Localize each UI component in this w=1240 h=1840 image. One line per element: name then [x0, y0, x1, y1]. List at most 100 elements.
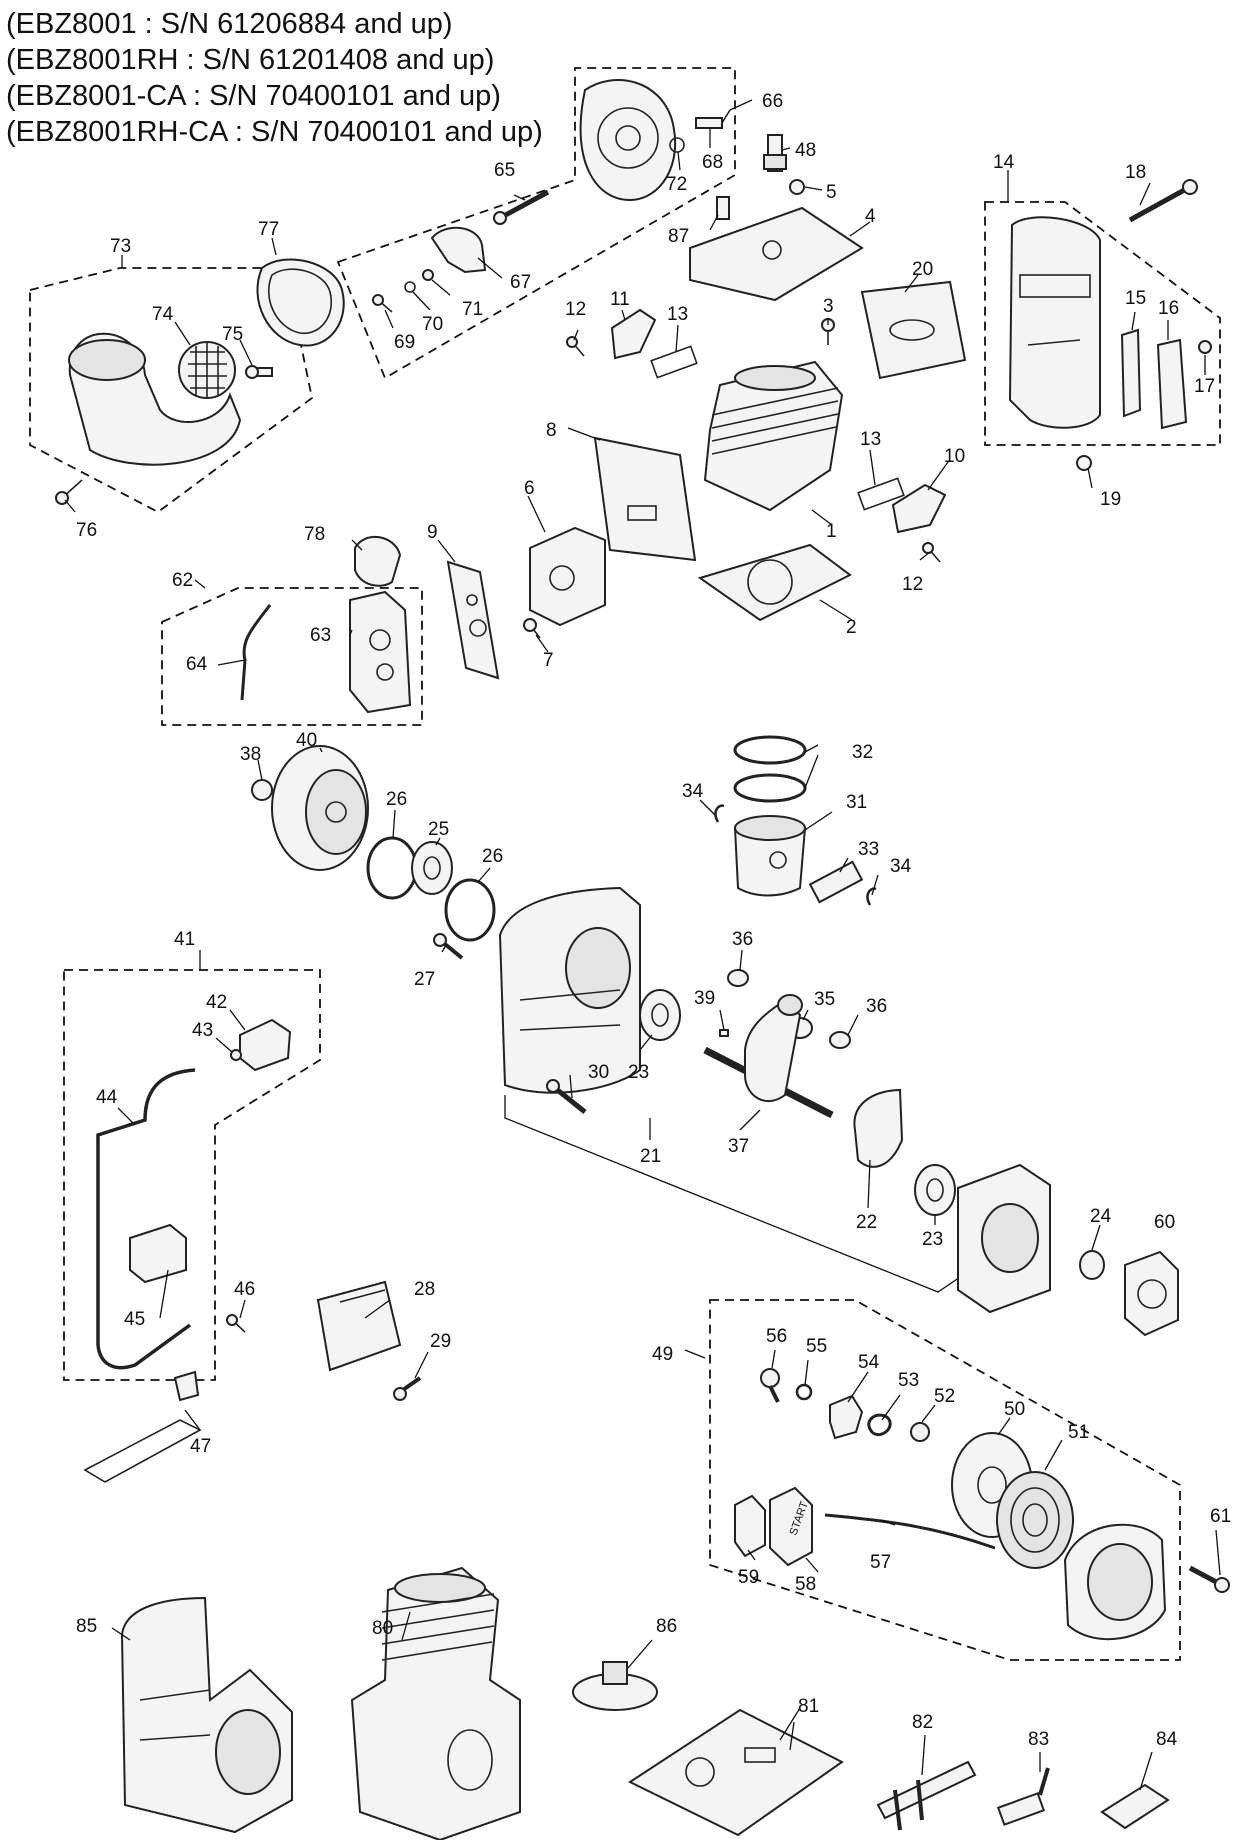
callout-29: 29 [430, 1331, 451, 1352]
callout-23: 23 [628, 1062, 649, 1083]
callout-31: 31 [846, 792, 867, 813]
nut-5-drawing [789, 179, 805, 195]
callout-86: 86 [656, 1616, 677, 1637]
cover-28-drawing [316, 1280, 402, 1372]
rope-57-drawing [824, 1513, 996, 1550]
callout-38: 38 [240, 744, 261, 765]
callout-6: 6 [524, 478, 535, 499]
carburetor-drawing [349, 590, 412, 714]
part-42-drawing [239, 1018, 292, 1072]
callout-39: 39 [694, 988, 715, 1009]
callout-48: 48 [795, 140, 816, 161]
air-cleaner-drawing [68, 332, 242, 466]
bolt-12-drawing [566, 336, 585, 357]
callout-43: 43 [192, 1020, 213, 1041]
callout-13: 13 [667, 304, 688, 325]
callout-81: 81 [798, 1696, 819, 1717]
filter-element-drawing [178, 341, 236, 399]
callout-9: 9 [427, 522, 438, 543]
switch-68-drawing [695, 109, 731, 129]
plate-87-drawing [716, 196, 730, 220]
callout-77: 77 [258, 219, 279, 240]
callout-35: 35 [814, 989, 835, 1010]
tool-86-drawing [572, 1661, 658, 1711]
washer-36-drawing [829, 1031, 851, 1049]
callout-18: 18 [1125, 162, 1146, 183]
callout-56: 56 [766, 1326, 787, 1347]
callout-54: 54 [858, 1352, 880, 1373]
callout-14: 14 [993, 152, 1015, 173]
muffler-drawing [1008, 216, 1101, 429]
crankshaft-drawing [703, 994, 834, 1119]
callout-75: 75 [222, 324, 243, 345]
piston-drawing [733, 815, 807, 897]
clip-34-drawing [866, 887, 877, 906]
lever-47-drawing [83, 1370, 202, 1483]
callout-85: 85 [76, 1616, 97, 1637]
callout-49: 49 [652, 1344, 673, 1365]
callout-12: 12 [565, 299, 586, 320]
callout-65: 65 [494, 160, 515, 181]
callout-66: 66 [762, 91, 783, 112]
callout-67: 67 [510, 272, 531, 293]
callout-13: 13 [860, 429, 881, 450]
callout-16: 16 [1158, 298, 1179, 319]
callout-40: 40 [296, 730, 317, 751]
callout-15: 15 [1125, 288, 1146, 309]
callout-55: 55 [806, 1336, 827, 1357]
callout-52: 52 [934, 1386, 955, 1407]
callout-30: 30 [588, 1062, 609, 1083]
callout-60: 60 [1154, 1212, 1175, 1233]
callout-83: 83 [1028, 1729, 1049, 1750]
spring-53-drawing [867, 1413, 892, 1437]
tool-82-drawing [876, 1760, 977, 1831]
clip-34-drawing [714, 804, 725, 823]
callout-58: 58 [795, 1574, 816, 1595]
bolt-27-drawing [433, 933, 464, 960]
ring-55-drawing [795, 1383, 813, 1401]
callout-74: 74 [152, 304, 174, 325]
crankcase-assembly-drawing [120, 1596, 293, 1834]
model-serial-list: (EBZ8001 : S/N 61206884 and up) (EBZ8001… [6, 6, 543, 150]
group-outline-49 [709, 1299, 1181, 1661]
cover-60-drawing [1124, 1250, 1179, 1337]
nut-38-drawing [251, 779, 273, 801]
group-outline-14 [984, 201, 1221, 446]
callout-47: 47 [190, 1436, 211, 1457]
callout-42: 42 [206, 992, 227, 1013]
bolt-61-drawing [1188, 1565, 1230, 1593]
gasket-2-drawing [697, 543, 852, 622]
callout-28: 28 [414, 1279, 435, 1300]
key-39-drawing [719, 1029, 729, 1037]
group-outline-62 [161, 587, 423, 726]
gasket-77-drawing [256, 258, 345, 347]
gasket-13-drawing [857, 477, 905, 511]
knob-cap-drawing [734, 1494, 766, 1558]
callout-labels: 1 2 3 4 5 6 7 8 9 10 11 12 12 13 13 14 1… [76, 91, 1231, 1750]
callout-12: 12 [902, 574, 923, 595]
callout-26: 26 [386, 789, 407, 810]
model-serial-line: (EBZ8001 : S/N 61206884 and up) [6, 8, 453, 40]
piston-ring-32-drawing [733, 735, 807, 765]
crankcase-half-drawing [957, 1163, 1051, 1314]
callout-62: 62 [172, 570, 193, 591]
part-83-drawing [996, 1767, 1050, 1826]
callout-24: 24 [1090, 1206, 1112, 1227]
callout-61: 61 [1210, 1506, 1231, 1527]
starter-housing-drawing [1063, 1523, 1167, 1641]
callout-32: 32 [852, 742, 873, 763]
intake-part-11-drawing [610, 308, 657, 360]
callout-26: 26 [482, 846, 503, 867]
ring-72-drawing [669, 137, 685, 153]
crankcase-drawing [498, 886, 641, 1094]
bolt-56-drawing [760, 1368, 780, 1403]
ring-26-drawing [366, 836, 418, 900]
callout-57: 57 [870, 1552, 891, 1573]
callout-1: 1 [826, 521, 837, 542]
callout-72: 72 [666, 174, 687, 195]
ring-26-drawing [444, 878, 496, 942]
callout-7: 7 [543, 650, 554, 671]
callout-63: 63 [310, 625, 331, 646]
callout-4: 4 [865, 206, 876, 227]
callout-45: 45 [124, 1309, 145, 1330]
